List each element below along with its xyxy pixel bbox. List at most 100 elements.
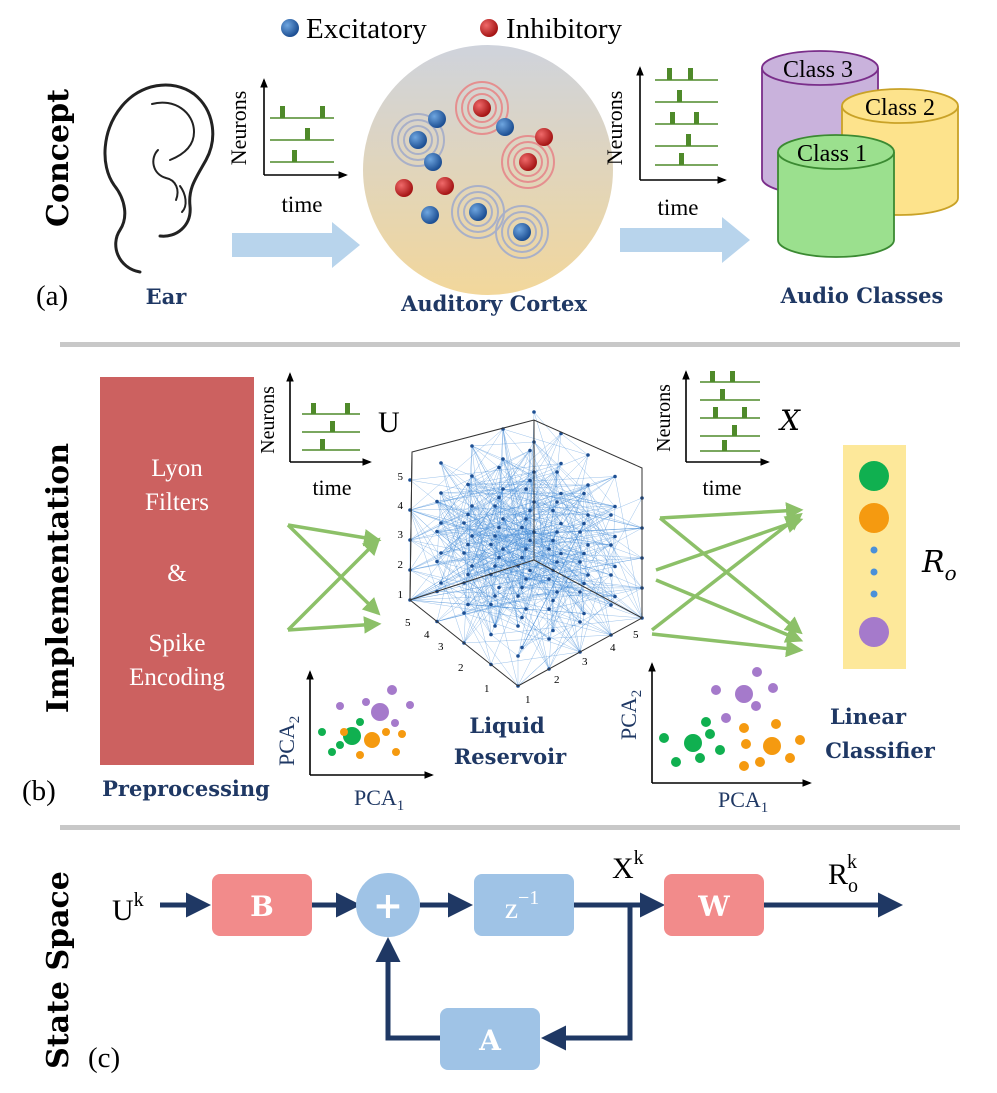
- reservoir-synapse: [533, 411, 581, 563]
- x-raster-ylabel: Neurons: [653, 384, 675, 452]
- signal-lines: [160, 892, 903, 1051]
- svg-text:5: 5: [405, 617, 411, 629]
- reservoir-synapse: [467, 484, 616, 507]
- reservoir-neuron: [578, 560, 582, 564]
- reservoir-neuron: [489, 602, 493, 607]
- reservoir-synapse: [525, 488, 558, 593]
- classifier-label-1: Linear: [830, 704, 907, 729]
- reservoir-synapse: [490, 617, 643, 635]
- preprocessing-box: [100, 377, 254, 765]
- reservoir-synapse: [587, 484, 616, 597]
- reservoir-synapse: [529, 480, 581, 653]
- reservoir-synapse: [494, 505, 527, 520]
- reservoir-synapse: [521, 540, 554, 648]
- input-spike-raster: Neurons time: [226, 78, 348, 217]
- reservoir-neuron: [555, 500, 559, 504]
- reservoir-synapse: [490, 634, 519, 657]
- reservoir-neuron: [613, 504, 617, 509]
- svg-text:2: 2: [398, 559, 404, 571]
- reservoir-neuron: [501, 457, 505, 461]
- cube-frame: [409, 419, 643, 687]
- pre-line-encoding: Encoding: [129, 664, 225, 691]
- reservoir-neuron: [493, 564, 497, 568]
- reservoir-synapse: [533, 471, 554, 631]
- svg-text:1: 1: [398, 589, 404, 601]
- reservoir-neuron: [439, 491, 443, 495]
- reservoir-neuron: [520, 615, 524, 620]
- reservoir-synapse: [467, 484, 550, 670]
- reservoir-synapse: [517, 514, 589, 657]
- reservoir-synapse: [471, 535, 585, 554]
- reservoir-synapse: [502, 458, 612, 576]
- reservoir-synapse: [463, 612, 519, 687]
- reservoir-synapse: [409, 509, 438, 592]
- reservoir-neuron: [559, 551, 563, 556]
- reservoir-neuron: [586, 543, 590, 547]
- reservoir-neuron: [520, 645, 524, 650]
- reservoir-label-1: Liquid: [469, 713, 545, 738]
- block-a-label: A: [478, 1024, 502, 1057]
- reservoir-synapse: [583, 493, 612, 546]
- reservoir-synapse: [494, 535, 616, 567]
- svg-text:3: 3: [398, 529, 404, 541]
- reservoir-synapse: [533, 411, 616, 507]
- reservoir-neuron: [559, 461, 563, 466]
- reservoir-synapse: [525, 608, 581, 623]
- reservoir-synapse: [471, 441, 535, 447]
- reservoir-synapse: [494, 527, 643, 537]
- reservoir-synapse: [440, 492, 504, 550]
- reservoir-synapse: [440, 492, 465, 554]
- reservoir-synapse: [610, 574, 643, 589]
- reservoir-neuron: [466, 572, 470, 577]
- reservoir-synapse: [467, 488, 504, 545]
- panel-c-tag: (c): [88, 1042, 120, 1074]
- block-b-label: B: [250, 890, 274, 923]
- pre-line-amp: &: [167, 560, 186, 587]
- reservoir-synapse: [490, 544, 616, 567]
- preprocessing-label: Preprocessing: [102, 776, 270, 801]
- reservoir-neuron: [582, 521, 586, 526]
- sum-junction: [356, 873, 420, 937]
- block-b: [212, 874, 312, 936]
- reservoir-synapse: [490, 651, 581, 665]
- reservoir-synapse: [471, 467, 500, 537]
- reservoir-neuron: [555, 590, 559, 594]
- output-rok-label: Rok: [828, 851, 858, 897]
- reservoir-synapse: [436, 531, 589, 576]
- reservoir-neuron: [586, 513, 590, 517]
- reservoir-synapse: [467, 476, 616, 485]
- reservoir-synapse: [552, 454, 589, 541]
- reservoir-synapse: [409, 527, 523, 601]
- reservoir-synapse: [552, 540, 612, 636]
- reservoir-synapse: [440, 462, 473, 477]
- state-xk-label: Xk: [612, 847, 644, 885]
- reservoir-neuron: [501, 547, 505, 551]
- reservoir-synapse: [467, 604, 519, 627]
- input-connection-arrows: [286, 523, 382, 634]
- reservoir-neuron: [551, 538, 555, 543]
- reservoir-neuron: [439, 461, 443, 465]
- reservoir-synapse: [533, 441, 589, 516]
- reservoir-neuron: [497, 465, 501, 470]
- reservoir-synapse: [525, 501, 558, 610]
- reservoir-synapse: [529, 411, 535, 541]
- reservoir-neuron: [528, 538, 532, 543]
- reservoir-synapse: [467, 574, 643, 589]
- block-w: [664, 874, 764, 936]
- reservoir-neuron: [520, 525, 524, 530]
- sum-sign: +: [373, 885, 403, 927]
- reservoir-neuron: [609, 513, 613, 517]
- class-1-cylinder: Class 1: [777, 134, 895, 258]
- reservoir-neuron: [578, 590, 582, 594]
- reservoir-neuron: [520, 585, 524, 590]
- pca-input-xlabel: PCA1: [354, 785, 404, 814]
- reservoir-neuron: [501, 517, 505, 521]
- reservoir-neuron: [497, 495, 501, 500]
- input-uk-label: Uk: [112, 889, 144, 927]
- pre-line-filters: Filters: [145, 489, 209, 516]
- reservoir-synapse: [471, 565, 496, 627]
- reservoir-neuron: [555, 560, 559, 564]
- cube-z-ticks: 1 2 3 4 5: [398, 471, 404, 601]
- classifier-output-column: [843, 445, 906, 669]
- reservoir-synapse: [517, 540, 554, 597]
